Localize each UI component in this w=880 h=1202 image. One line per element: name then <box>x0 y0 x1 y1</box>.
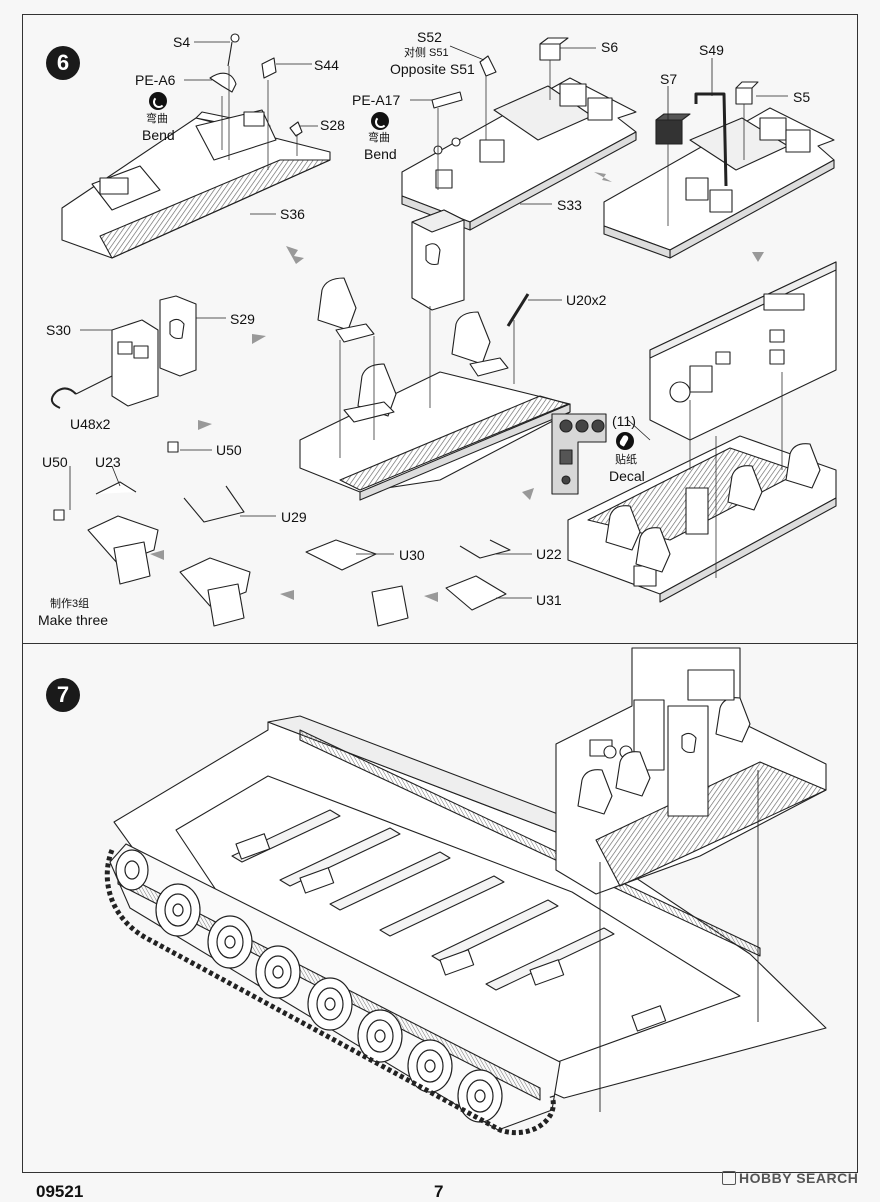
s52-part <box>479 55 497 77</box>
u20-part <box>506 293 530 327</box>
seat-c4 <box>635 527 671 573</box>
label-u23: U23 <box>95 454 121 470</box>
decal-icon <box>616 432 634 450</box>
label-s44: S44 <box>314 57 339 73</box>
product-code: 09521 <box>36 1182 84 1201</box>
label-s52: S52 <box>417 29 442 45</box>
label-opposite-en: Opposite S51 <box>390 61 475 77</box>
s30-panel-part <box>111 319 159 407</box>
u31-seat-assembly <box>445 539 511 611</box>
u23-seat-assembly <box>87 481 159 585</box>
label-u30: U30 <box>399 547 425 563</box>
label-s5: S5 <box>793 89 811 105</box>
label-opposite-cn: 对侧 S51 <box>404 47 449 59</box>
step7-panel <box>22 643 858 1173</box>
pe-a17-part <box>431 91 463 109</box>
seat-c3 <box>605 505 641 551</box>
seat-c2 <box>785 443 821 489</box>
label-u29: U29 <box>281 509 307 525</box>
label-s4: S4 <box>173 34 191 50</box>
label-s28: S28 <box>320 117 345 133</box>
road-wheel-5 <box>357 1009 403 1063</box>
road-wheel-4 <box>307 977 353 1031</box>
watermark: HOBBY SEARCH <box>722 1170 858 1186</box>
wall-panel-part <box>649 261 837 441</box>
u48-cable-part <box>50 375 113 409</box>
s44-part <box>261 57 277 79</box>
seat-c1 <box>727 465 763 511</box>
label-decal-en: Decal <box>609 468 645 484</box>
bend-icon <box>149 92 167 110</box>
step-6-badge: 6 <box>46 46 80 80</box>
label-u50-right: U50 <box>216 442 242 458</box>
crew-compartment-insert <box>555 647 827 895</box>
s29-panel-part <box>159 295 197 377</box>
s28-part <box>289 121 303 137</box>
pe-a6-bent-part <box>209 72 237 93</box>
label-s6: S6 <box>601 39 619 55</box>
label-bend-en-1: Bend <box>142 127 175 143</box>
label-bend-en-2: Bend <box>364 146 397 162</box>
label-s49: S49 <box>699 42 724 58</box>
page-number: 7 <box>434 1182 444 1201</box>
label-decal-num: (11) <box>612 413 636 429</box>
s33-assembled-part <box>603 107 835 259</box>
s36-floor-part <box>61 109 331 259</box>
label-u31: U31 <box>536 592 562 608</box>
label-pe-a6: PE-A6 <box>135 72 176 88</box>
label-s30: S30 <box>46 322 71 338</box>
label-u50-left: U50 <box>42 454 68 470</box>
label-bend-cn-1: 弯曲 <box>146 113 168 125</box>
label-u20: U20x2 <box>566 292 607 308</box>
label-s36: S36 <box>280 206 305 222</box>
label-make-three-en: Make three <box>38 612 109 628</box>
step-7-badge: 7 <box>46 678 80 712</box>
u30-seat-assembly <box>305 539 409 627</box>
watermark-logo-icon <box>722 1171 736 1185</box>
road-wheel-3 <box>255 945 301 999</box>
seat-right <box>451 311 509 377</box>
label-u48: U48x2 <box>70 416 111 432</box>
seats-floor-part <box>299 209 571 501</box>
road-wheel-2 <box>207 915 253 969</box>
s4-part <box>227 33 240 67</box>
road-wheels <box>115 849 503 1123</box>
decal-11-plate <box>551 413 607 495</box>
seat-lower <box>343 363 397 423</box>
u50-part <box>53 441 179 521</box>
s49-part <box>694 92 728 187</box>
s6-part <box>539 37 569 61</box>
road-wheel-1 <box>155 883 201 937</box>
label-bend-cn-2: 弯曲 <box>368 132 390 144</box>
bend-icon-2 <box>371 112 389 130</box>
label-pe-a17: PE-A17 <box>352 92 401 108</box>
label-s29: S29 <box>230 311 255 327</box>
label-s33: S33 <box>557 197 582 213</box>
label-make-three-cn: 制作3组 <box>50 598 90 610</box>
label-decal-cn: 贴纸 <box>615 454 637 466</box>
road-wheel-7 <box>457 1069 503 1123</box>
u29-seat-assembly <box>179 485 251 627</box>
drive-sprocket <box>115 849 149 891</box>
watermark-text: HOBBY SEARCH <box>739 1170 859 1186</box>
s7-part <box>655 113 691 145</box>
track-links <box>104 849 556 1136</box>
label-u22: U22 <box>536 546 562 562</box>
seat-left <box>317 277 375 343</box>
label-s7: S7 <box>660 71 678 87</box>
road-wheel-6 <box>407 1039 453 1093</box>
s5-part <box>735 81 759 105</box>
